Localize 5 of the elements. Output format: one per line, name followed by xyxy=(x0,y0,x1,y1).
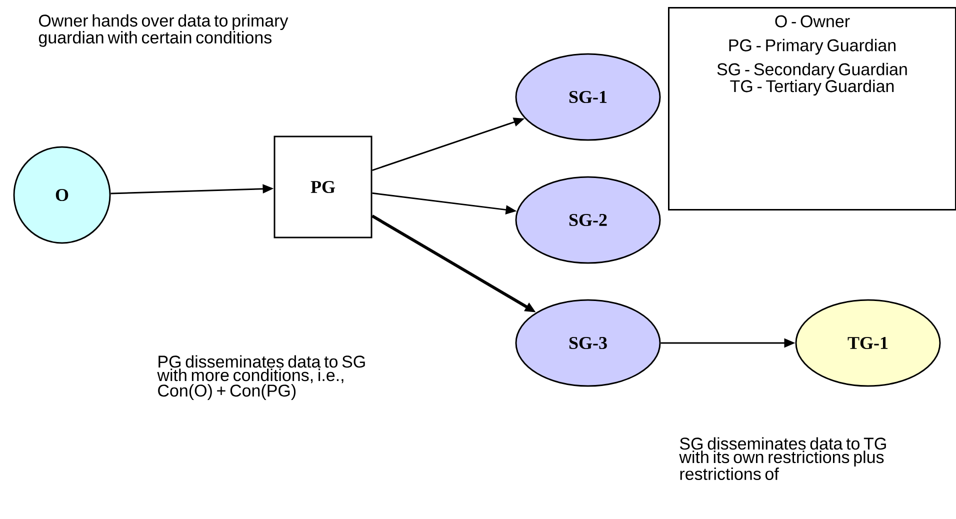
abbreviation-box: O - Owner PG - Primary Guardian SG - Secondary Guardian TG - Tertiary Guardian xyxy=(668,7,956,210)
note-text: Owner hands over data to primary guardian with certain conditions xyxy=(38,14,288,47)
note-text: PG disseminates data to SG with more conditions, i.e., Con(O) + Con(PG) xyxy=(157,355,365,400)
guardian-box: PG xyxy=(274,136,372,238)
note-text: SG disseminates data to TG with its own restrictions plus restrictions of xyxy=(679,437,886,480)
